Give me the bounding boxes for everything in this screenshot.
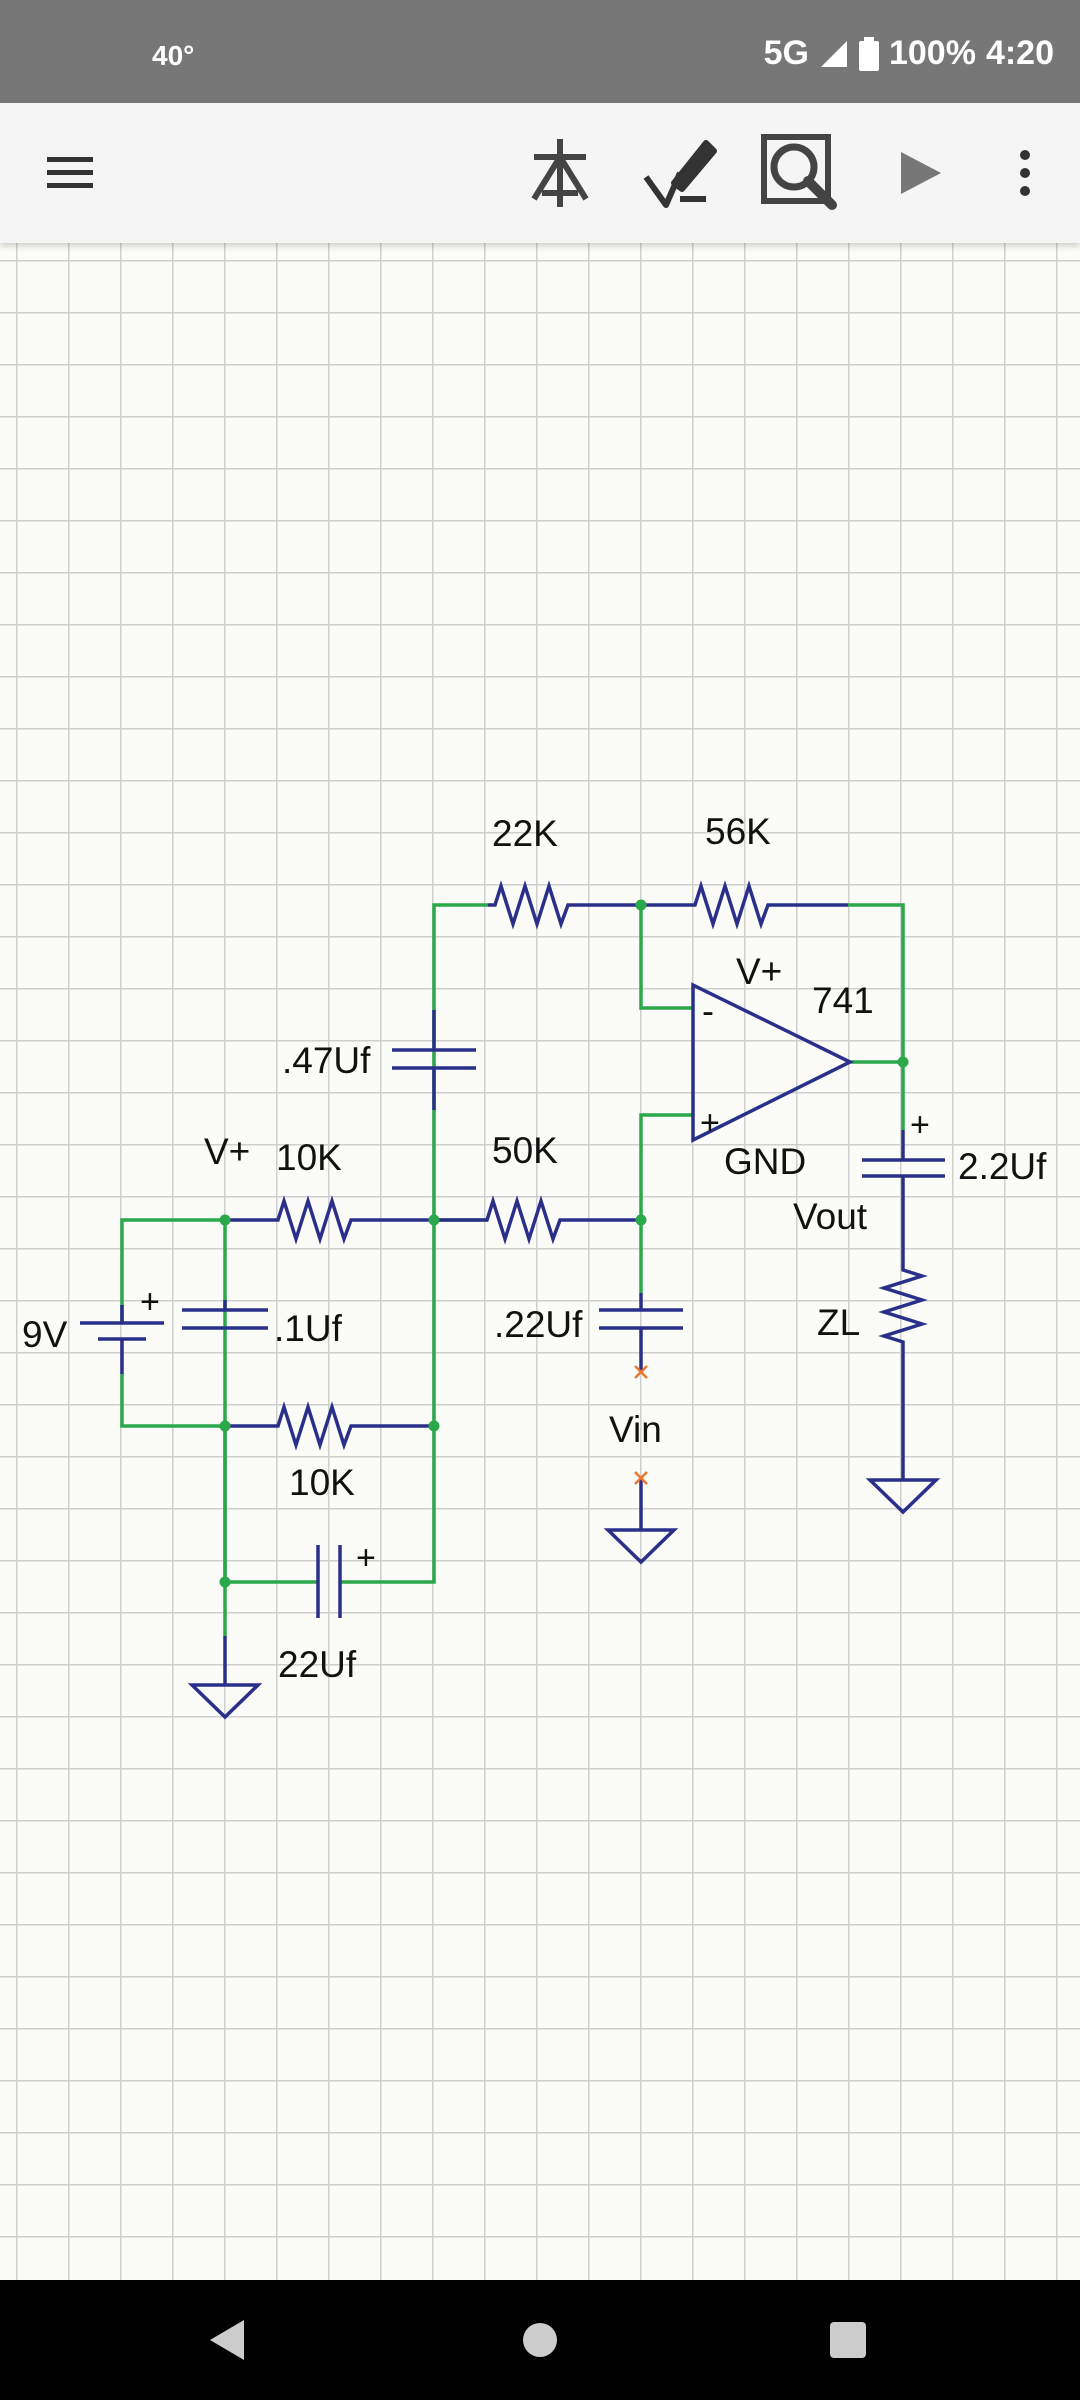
polarity-plus-battery: + — [140, 1283, 160, 1321]
label-vin: Vin — [609, 1409, 662, 1450]
label-vout: Vout — [793, 1196, 868, 1237]
menu-icon — [47, 157, 93, 188]
vin-probe-markers — [634, 1365, 648, 1485]
schematic-canvas[interactable]: 22K 56K V+ 741 .47Uf V+ 10K 50K GND 2.2U… — [0, 243, 1080, 2280]
app-toolbar — [0, 103, 1080, 243]
ground-vin — [603, 1528, 679, 1565]
zoom-button[interactable] — [750, 103, 850, 243]
label-vplus-bias: V+ — [204, 1131, 250, 1172]
label-741: 741 — [812, 980, 874, 1021]
label-50k: 50K — [492, 1130, 558, 1171]
status-bar: 40° 5G 100% 4:20 — [0, 0, 1080, 103]
clock: 4:20 — [985, 34, 1054, 72]
grid-background — [0, 243, 1080, 2280]
battery-icon — [858, 36, 879, 71]
label-01uf: .1Uf — [274, 1308, 343, 1349]
draw-wire-icon — [643, 140, 717, 208]
recents-button[interactable] — [788, 2280, 908, 2400]
more-options-icon — [1020, 150, 1030, 196]
polarity-plus-22uf-out: + — [910, 1106, 930, 1144]
label-zl: ZL — [817, 1302, 860, 1343]
label-047uf: .47Uf — [282, 1040, 371, 1081]
zoom-icon — [761, 134, 837, 210]
add-component-button[interactable] — [510, 103, 610, 243]
label-22k: 22K — [492, 813, 558, 854]
run-simulation-button[interactable] — [870, 103, 970, 243]
ground-main — [187, 1683, 263, 1720]
back-button[interactable] — [168, 2280, 288, 2400]
resistor-22k — [488, 880, 641, 930]
menu-button[interactable] — [20, 103, 120, 243]
opamp-741 — [691, 982, 854, 1143]
label-022uf: .22Uf — [494, 1304, 583, 1345]
resistor-10k-bottom — [225, 1401, 434, 1451]
signal-icon — [820, 40, 847, 67]
nodes — [219, 899, 909, 1588]
ground-zl — [865, 1478, 941, 1515]
run-simulation-icon — [901, 152, 941, 194]
label-56k: 56K — [705, 811, 771, 852]
label-gnd: GND — [724, 1141, 806, 1182]
home-icon — [523, 2323, 557, 2357]
resistor-10k-top — [225, 1195, 434, 1245]
opamp-minus-sign: - — [702, 990, 714, 1031]
label-22uf-out: 2.2Uf — [958, 1146, 1047, 1187]
system-nav-bar — [0, 2280, 1080, 2400]
component-icon — [531, 139, 589, 207]
resistor-zl — [878, 1176, 928, 1480]
back-icon — [210, 2320, 244, 2360]
components — [80, 880, 945, 1720]
more-options-button[interactable] — [990, 103, 1060, 243]
label-10k-top: 10K — [276, 1137, 342, 1178]
polarity-plus-22uf: + — [356, 1539, 376, 1577]
resistor-50k — [434, 1195, 641, 1245]
label-10k-bottom: 10K — [289, 1462, 355, 1503]
label-9v: 9V — [22, 1314, 68, 1355]
recents-icon — [830, 2322, 866, 2358]
resistor-56k — [641, 880, 848, 930]
draw-wire-button[interactable] — [630, 103, 730, 243]
label-22uf: 22Uf — [278, 1644, 357, 1685]
battery-level: 100% — [888, 34, 976, 72]
status-temperature: 40° — [152, 40, 195, 71]
home-button[interactable] — [480, 2280, 600, 2400]
label-opamp-vplus: V+ — [736, 951, 782, 992]
network-type: 5G — [763, 34, 809, 72]
opamp-plus-sign: + — [700, 1104, 720, 1142]
